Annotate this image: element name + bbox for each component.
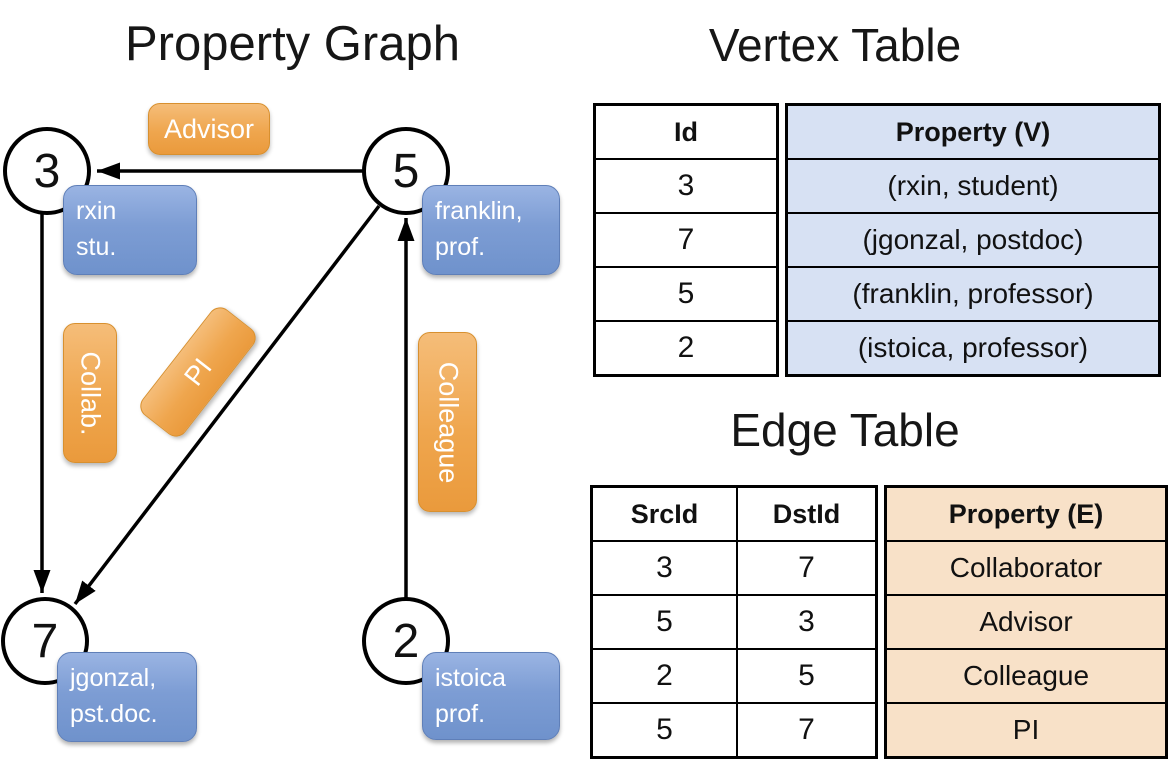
node-3-property-line1: rxin xyxy=(76,197,117,225)
table-cell: Colleague xyxy=(884,648,1168,704)
edge-table-header-srcid: SrcId xyxy=(590,485,738,542)
edge-label-colleague-text: Colleague xyxy=(433,361,463,483)
node-7-property-line2: pst.doc. xyxy=(70,699,158,728)
table-cell: (jgonzal, postdoc) xyxy=(785,212,1161,268)
table-cell: 5 xyxy=(593,266,779,322)
table-cell: 5 xyxy=(590,702,738,759)
table-cell: 5 xyxy=(736,648,878,704)
vertex-table-header-property: Property (V) xyxy=(785,103,1161,160)
edge-label-colleague: Colleague xyxy=(418,332,477,512)
vertex-table-title: Vertex Table xyxy=(708,19,962,71)
vertex-table-header-id: Id xyxy=(593,103,779,160)
node-3-id: 3 xyxy=(33,144,61,198)
edge-5-to-7-pi-arrow xyxy=(73,204,381,606)
node-5-property-box: franklin, prof. xyxy=(422,185,560,275)
table-cell: 2 xyxy=(590,648,738,704)
edge-table: SrcId DstId 3 7 5 3 2 5 5 7 Property (E)… xyxy=(590,485,1168,759)
table-cell: Advisor xyxy=(884,594,1168,650)
graph-node-2: 2 xyxy=(362,597,450,685)
node-7-property-box: jgonzal, pst.doc. xyxy=(57,652,197,742)
node-2-property-box: istoica prof. xyxy=(422,652,560,740)
edge-table-property-column: Property (E) Collaborator Advisor Collea… xyxy=(884,485,1168,759)
node-3-property-line2: stu. xyxy=(76,232,117,261)
edge-label-collab: Collab. xyxy=(63,323,117,463)
property-graph-title: Property Graph xyxy=(125,17,460,71)
vertex-table-property-column: Property (V) (rxin, student) (jgonzal, p… xyxy=(785,103,1161,377)
edge-label-advisor-text: Advisor xyxy=(163,113,255,144)
edge-table-header-dstid: DstId xyxy=(736,485,878,542)
table-cell: Collaborator xyxy=(884,540,1168,596)
table-cell: 3 xyxy=(736,594,878,650)
table-cell: 3 xyxy=(590,540,738,596)
edge-label-pi-text: PI xyxy=(177,352,218,391)
table-cell: 7 xyxy=(593,212,779,268)
node-5-id: 5 xyxy=(392,144,420,198)
edge-label-advisor: Advisor xyxy=(148,103,270,155)
table-cell: 7 xyxy=(736,702,878,759)
vertex-table: Id 3 7 5 2 Property (V) (rxin, student) … xyxy=(593,103,1161,377)
graph-node-5: 5 xyxy=(362,127,450,215)
table-cell: (franklin, professor) xyxy=(785,266,1161,322)
edge-table-id-columns: SrcId DstId 3 7 5 3 2 5 5 7 xyxy=(590,485,878,759)
table-cell: 7 xyxy=(736,540,878,596)
table-cell: 2 xyxy=(593,320,779,377)
table-cell: PI xyxy=(884,702,1168,759)
table-cell: (istoica, professor) xyxy=(785,320,1161,377)
edge-table-title: Edge Table xyxy=(730,404,960,456)
edge-arrows-layer xyxy=(33,162,415,606)
node-2-property-line2: prof. xyxy=(435,699,486,728)
edge-table-header-property: Property (E) xyxy=(884,485,1168,542)
node-2-property-line1: istoica xyxy=(435,664,506,692)
node-5-property-line2: prof. xyxy=(435,232,486,261)
node-7-property-line1: jgonzal, xyxy=(70,664,157,692)
node-2-id: 2 xyxy=(392,614,420,668)
table-cell: 5 xyxy=(590,594,738,650)
node-5-property-line1: franklin, xyxy=(435,197,523,225)
node-3-property-box: rxin stu. xyxy=(63,185,197,275)
node-7-id: 7 xyxy=(31,614,59,668)
edge-label-collab-text: Collab. xyxy=(75,350,106,436)
table-cell: 3 xyxy=(593,158,779,214)
vertex-table-id-column: Id 3 7 5 2 xyxy=(593,103,779,377)
table-cell: (rxin, student) xyxy=(785,158,1161,214)
